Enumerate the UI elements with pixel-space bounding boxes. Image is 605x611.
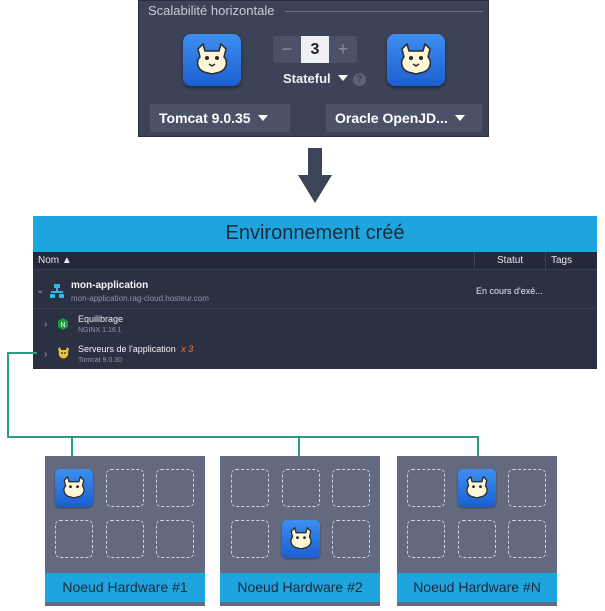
tomcat-icon bbox=[400, 43, 432, 75]
jdk-version-label: Oracle OpenJD... bbox=[335, 110, 448, 126]
scaling-mode-dropdown[interactable]: Stateful bbox=[283, 71, 348, 86]
empty-slot bbox=[508, 469, 546, 507]
tomcat-node-button-left[interactable] bbox=[183, 34, 241, 86]
empty-slot bbox=[106, 520, 144, 558]
column-divider bbox=[474, 252, 475, 269]
column-header-name[interactable]: Nom ▲ bbox=[38, 255, 72, 266]
empty-slot bbox=[231, 520, 269, 558]
balancer-version: NGINX 1.16.1 bbox=[78, 327, 122, 334]
expand-chevron-icon[interactable]: › bbox=[44, 319, 48, 330]
hardware-node-1: Noeud Hardware #1 bbox=[45, 456, 205, 606]
node-label: Noeud Hardware #2 bbox=[220, 573, 380, 602]
environment-icon bbox=[50, 284, 64, 298]
column-header-status[interactable]: Statut bbox=[497, 255, 524, 266]
empty-slot bbox=[156, 469, 194, 507]
empty-slot bbox=[332, 520, 370, 558]
empty-slot bbox=[231, 469, 269, 507]
connector-line bbox=[477, 436, 479, 472]
node-label: Noeud Hardware #1 bbox=[45, 573, 205, 602]
empty-slot bbox=[55, 520, 93, 558]
connector-line bbox=[7, 352, 37, 354]
empty-slot bbox=[282, 469, 320, 507]
column-divider bbox=[545, 252, 546, 269]
tomcat-icon bbox=[196, 43, 228, 75]
jdk-version-select[interactable]: Oracle OpenJD... bbox=[326, 104, 482, 132]
expand-chevron-icon[interactable]: › bbox=[44, 349, 48, 360]
help-icon[interactable]: ? bbox=[353, 73, 366, 86]
node-label: Noeud Hardware #N bbox=[397, 573, 557, 602]
environment-header bbox=[33, 216, 597, 252]
tomcat-icon bbox=[290, 527, 312, 550]
app-servers-name: Serveurs de l'application bbox=[78, 344, 176, 354]
empty-slot bbox=[458, 520, 496, 558]
app-servers-row[interactable]: Serveurs de l'application x 3 bbox=[78, 344, 193, 354]
hardware-node-2: Noeud Hardware #2 bbox=[220, 456, 380, 606]
svg-text:N: N bbox=[60, 322, 65, 329]
empty-slot bbox=[106, 469, 144, 507]
title-divider bbox=[285, 11, 483, 12]
app-servers-version: Tomcat 9.0.30 bbox=[78, 357, 122, 364]
balancer-name[interactable]: Equilibrage bbox=[78, 314, 124, 324]
empty-slot bbox=[407, 520, 445, 558]
tomcat-icon bbox=[58, 347, 69, 359]
tomcat-node-button-right[interactable] bbox=[387, 34, 445, 86]
chevron-down-icon bbox=[337, 75, 348, 81]
empty-slot bbox=[332, 469, 370, 507]
chevron-down-icon bbox=[454, 115, 465, 121]
server-version-select[interactable]: Tomcat 9.0.35 bbox=[150, 104, 290, 132]
down-arrow-icon bbox=[298, 175, 332, 203]
environment-title: Environnement créé bbox=[225, 222, 405, 244]
tomcat-instance bbox=[55, 469, 93, 507]
scaling-title: Scalabilité horizontale bbox=[148, 3, 275, 18]
server-version-label: Tomcat 9.0.35 bbox=[159, 110, 251, 126]
column-header-tags[interactable]: Tags bbox=[551, 255, 573, 266]
table-header-row bbox=[33, 252, 597, 270]
tomcat-icon bbox=[63, 476, 85, 499]
tomcat-instance bbox=[458, 469, 496, 507]
chevron-down-icon bbox=[257, 115, 268, 121]
decrement-button[interactable]: − bbox=[281, 39, 293, 59]
tomcat-icon bbox=[466, 476, 488, 499]
down-arrow-shaft bbox=[308, 148, 322, 176]
environment-domain[interactable]: mon-application.rag-cloud.hosteur.com bbox=[71, 294, 209, 303]
nginx-icon: N bbox=[58, 318, 68, 330]
connector-line bbox=[7, 436, 479, 438]
hardware-node-n: Noeud Hardware #N bbox=[397, 456, 557, 606]
app-servers-multiplier: x 3 bbox=[181, 344, 194, 354]
environment-table bbox=[33, 252, 597, 369]
empty-slot bbox=[156, 520, 194, 558]
empty-slot bbox=[508, 520, 546, 558]
node-count-stepper[interactable]: − 3 + bbox=[273, 36, 357, 63]
empty-slot bbox=[407, 469, 445, 507]
environment-name[interactable]: mon-application bbox=[71, 280, 149, 291]
increment-button[interactable]: + bbox=[337, 39, 349, 59]
connector-line bbox=[7, 352, 9, 438]
row-divider bbox=[33, 308, 597, 309]
node-count-value[interactable]: 3 bbox=[301, 36, 329, 63]
collapse-chevron-icon[interactable]: ⌄ bbox=[36, 285, 45, 296]
scaling-mode-label: Stateful bbox=[283, 71, 331, 86]
tomcat-instance bbox=[282, 520, 320, 558]
connector-line bbox=[71, 436, 73, 472]
environment-status: En cours d'exé... bbox=[476, 286, 543, 296]
